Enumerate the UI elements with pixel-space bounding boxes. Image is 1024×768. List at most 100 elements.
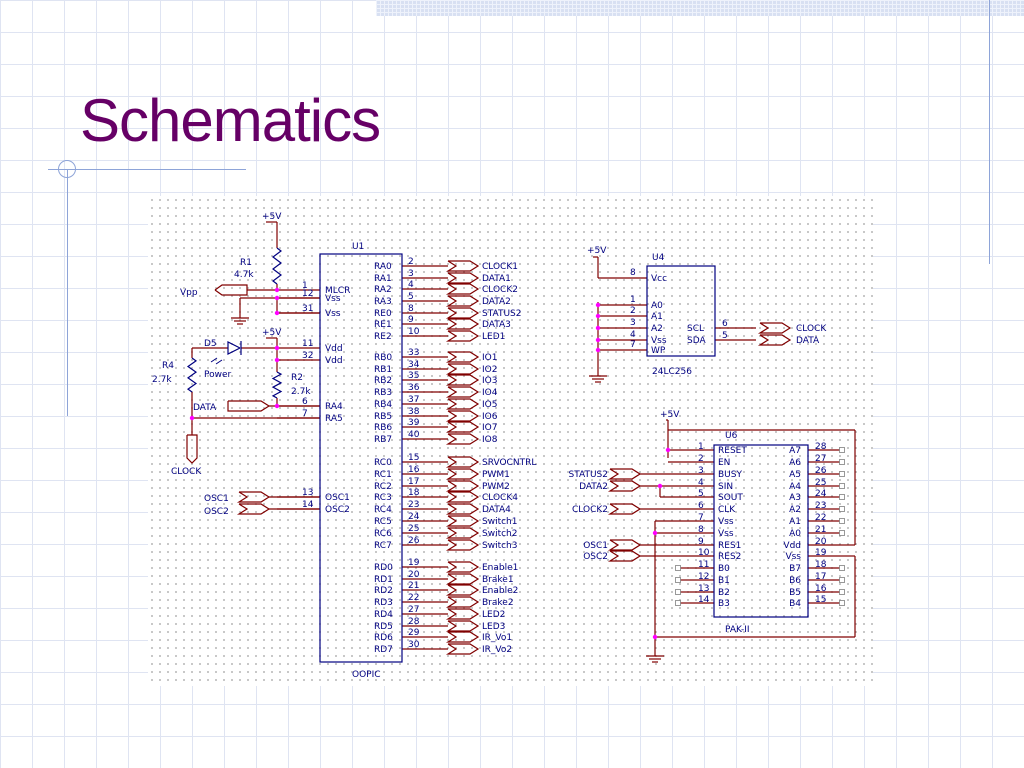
u4-body bbox=[646, 265, 716, 357]
u1-pin-number: 24 bbox=[408, 512, 420, 522]
u1-net-label: PWM2 bbox=[482, 482, 510, 492]
u4-pin-number: 4 bbox=[630, 330, 636, 340]
u1-net-label: CLOCK2 bbox=[482, 285, 518, 295]
u1-pin-number: 15 bbox=[408, 453, 419, 463]
net-port bbox=[445, 468, 480, 480]
u1-pin-number: 2 bbox=[408, 257, 414, 267]
u4-part: 24LC256 bbox=[652, 367, 692, 377]
vcc-label: +5V bbox=[262, 212, 282, 222]
u1-net-label: Switch3 bbox=[482, 541, 517, 551]
net-port bbox=[236, 503, 271, 515]
u6-pin-number: 2 bbox=[698, 454, 704, 464]
u1-pin-number: 35 bbox=[408, 371, 419, 381]
u1-pin-number: 10 bbox=[408, 327, 420, 337]
net-port bbox=[445, 503, 480, 515]
net-port bbox=[445, 539, 480, 551]
u4-pin-number: 7 bbox=[630, 340, 636, 350]
net-port bbox=[445, 561, 480, 573]
u1-pin-name: OSC2 bbox=[325, 505, 350, 515]
u1-pin-number: 11 bbox=[302, 339, 313, 349]
resistor bbox=[272, 247, 282, 285]
u1-pin-name: Vdd bbox=[325, 344, 343, 354]
u1-pin-name: MLCR bbox=[325, 286, 350, 296]
u1-pin-number: 30 bbox=[408, 640, 420, 650]
accent-circle bbox=[58, 160, 76, 178]
vcc-label: +5V bbox=[262, 328, 282, 338]
u1-net-label: Switch2 bbox=[482, 529, 517, 539]
nc-pin bbox=[839, 447, 845, 453]
u6-pin-name: Vss bbox=[785, 552, 801, 562]
junction-dot bbox=[657, 483, 663, 489]
u1-net-label: LED2 bbox=[482, 610, 505, 620]
u4-ref: U4 bbox=[652, 253, 665, 263]
u1-pin-name: OSC1 bbox=[325, 493, 350, 503]
u1-pin-name: RA4 bbox=[325, 402, 343, 412]
u6-pin-number: 9 bbox=[698, 537, 704, 547]
u6-net-label: OSC1 bbox=[583, 541, 608, 551]
net-port bbox=[445, 433, 480, 445]
u1-pin-name: RA5 bbox=[325, 414, 343, 424]
u1-pin-number: 29 bbox=[408, 628, 420, 638]
net-port bbox=[445, 643, 480, 655]
u1-pin-number: 3 bbox=[408, 269, 414, 279]
u1-net-label: Brake1 bbox=[482, 575, 514, 585]
u6-pin-number: 28 bbox=[815, 442, 827, 452]
resistor bbox=[186, 357, 198, 393]
u6-pin-number: 3 bbox=[698, 466, 704, 476]
r4-ref: R4 bbox=[162, 361, 174, 371]
u1-pin-name: RD4 bbox=[374, 610, 393, 620]
net-port bbox=[445, 363, 480, 375]
u1-net-label: DATA2 bbox=[482, 297, 511, 307]
u1-pin-number: 8 bbox=[408, 304, 414, 314]
u1-pin-name: RB7 bbox=[374, 435, 392, 445]
u1-pin-name: RB3 bbox=[374, 388, 392, 398]
u1-pin-name: RC7 bbox=[374, 541, 392, 551]
u6-pin-number: 23 bbox=[815, 501, 826, 511]
u6-pin-name: SOUT bbox=[718, 493, 743, 503]
u1-part: OOPIC bbox=[352, 670, 381, 680]
u4-pin-name: SCL bbox=[687, 324, 704, 334]
u1-net-label: IO1 bbox=[482, 353, 497, 363]
r1-ref: R1 bbox=[240, 258, 252, 268]
net-port bbox=[607, 480, 642, 492]
net-port bbox=[445, 584, 480, 596]
junction-dot bbox=[274, 310, 280, 316]
u6-pin-number: 19 bbox=[815, 548, 827, 558]
u6-pin-name: A0 bbox=[789, 529, 801, 539]
u1-pin-name: RA2 bbox=[374, 285, 392, 295]
u1-pin-number: 39 bbox=[408, 418, 420, 428]
u1-pin-number: 14 bbox=[302, 500, 314, 510]
junction-dot bbox=[274, 357, 280, 363]
r2-ref: R2 bbox=[291, 373, 303, 383]
junction-dot bbox=[595, 337, 601, 343]
u6-pin-name: B1 bbox=[718, 576, 730, 586]
net-port bbox=[445, 421, 480, 433]
net-port bbox=[757, 322, 792, 334]
net-port bbox=[445, 491, 480, 503]
junction-dot bbox=[595, 302, 601, 308]
resistor bbox=[271, 371, 283, 399]
junction-dot bbox=[652, 634, 658, 640]
net-port bbox=[445, 398, 480, 410]
u1-net-label: IO6 bbox=[482, 412, 498, 422]
junction-dot bbox=[595, 313, 601, 319]
u6-pin-name: B7 bbox=[789, 564, 801, 574]
u4-net-label: CLOCK bbox=[796, 324, 827, 334]
u6-pin-name: EN bbox=[718, 458, 730, 468]
u6-pin-number: 7 bbox=[698, 513, 704, 523]
u1-pin-name: RC5 bbox=[374, 517, 392, 527]
u1-pin-name: RB6 bbox=[374, 423, 392, 433]
u6-pin-number: 6 bbox=[698, 501, 704, 511]
nc-pin bbox=[839, 483, 845, 489]
net-port bbox=[445, 283, 480, 295]
net-port bbox=[607, 550, 642, 562]
nc-pin bbox=[839, 494, 845, 500]
u6-pin-number: 25 bbox=[815, 478, 826, 488]
net-port bbox=[445, 295, 480, 307]
net-port bbox=[236, 491, 271, 503]
u6-part: PAK-II bbox=[725, 625, 750, 635]
junction-dot bbox=[274, 287, 280, 293]
clock-label: CLOCK bbox=[171, 467, 202, 477]
u1-net-label: Brake2 bbox=[482, 598, 514, 608]
